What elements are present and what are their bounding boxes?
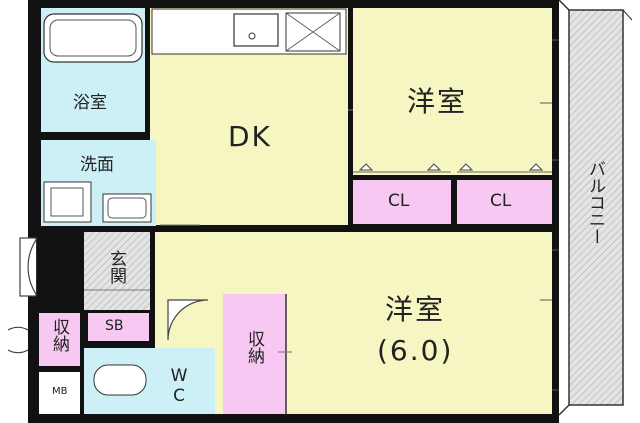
entrance-door (19, 237, 37, 297)
entrance-area (84, 232, 150, 310)
western-room-2-label: 洋室 (385, 293, 446, 326)
storage-1-label: 収納 (49, 318, 69, 352)
bathtub (43, 13, 143, 63)
toilet-door (167, 299, 209, 341)
toilet-label: WC (169, 366, 189, 406)
balcony (558, 0, 640, 423)
sink (233, 13, 279, 47)
western-room-1-label: 洋室 (407, 85, 468, 118)
washroom-label: 洗面 (80, 155, 114, 175)
toilet-bowl (93, 364, 147, 396)
meter-box-label: MB (52, 386, 68, 397)
closet-1-area (353, 180, 451, 224)
bathroom-label: 浴室 (73, 93, 107, 113)
storage-2-label: 収納 (244, 330, 264, 364)
entrance-label: 玄関 (106, 250, 126, 284)
storage-1-area (39, 313, 80, 366)
closet-2-label: CL (490, 191, 512, 211)
closet-1-label: CL (388, 191, 410, 211)
storage-2-area (223, 294, 286, 414)
closet-2-area (457, 180, 552, 224)
western-room-2-area (155, 232, 552, 414)
balcony-label: バルコニー (585, 160, 605, 245)
meter-box-area (39, 372, 80, 414)
western-room-2-size: (6.0) (377, 334, 454, 367)
dk-label: DK (228, 120, 272, 153)
western-room-1-area (353, 8, 552, 175)
wash-basin (102, 193, 152, 223)
shoe-box (88, 313, 149, 341)
shoe-box-label: SB (105, 318, 124, 334)
